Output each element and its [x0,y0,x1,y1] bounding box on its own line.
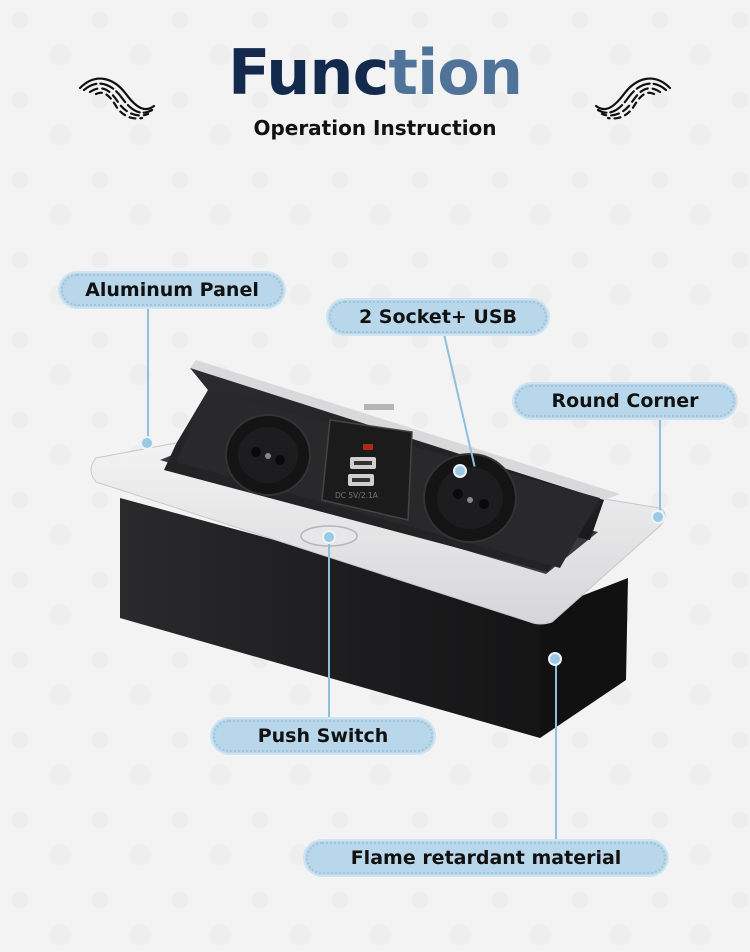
connector-flame-retardant [555,662,557,840]
left-schuko-socket [225,414,311,496]
page-title: Function [228,36,523,109]
page-subtitle: Operation Instruction [253,116,497,140]
label-push-switch: Push Switch [212,719,434,753]
svg-text:DC 5V/2.1A: DC 5V/2.1A [335,491,379,500]
label-aluminum-panel: Aluminum Panel [60,273,284,307]
marker-aluminum-panel [140,436,154,450]
connector-aluminum-panel [147,306,149,438]
right-schuko-socket [423,453,517,543]
label-flame-retardant: Flame retardant material [305,841,667,875]
label-socket-usb: 2 Socket+ USB [328,300,548,334]
marker-flame-retardant [548,652,562,666]
usb-module: DC 5V/2.1A [321,419,413,521]
label-round-corner: Round Corner [514,384,736,418]
marker-push-switch [322,530,336,544]
wing-flourish-icon [594,77,672,120]
marker-round-corner [651,510,665,524]
wing-flourish-icon [78,77,156,120]
marker-socket-usb [453,464,467,478]
connector-push-switch [328,540,330,720]
connector-round-corner [659,418,661,512]
